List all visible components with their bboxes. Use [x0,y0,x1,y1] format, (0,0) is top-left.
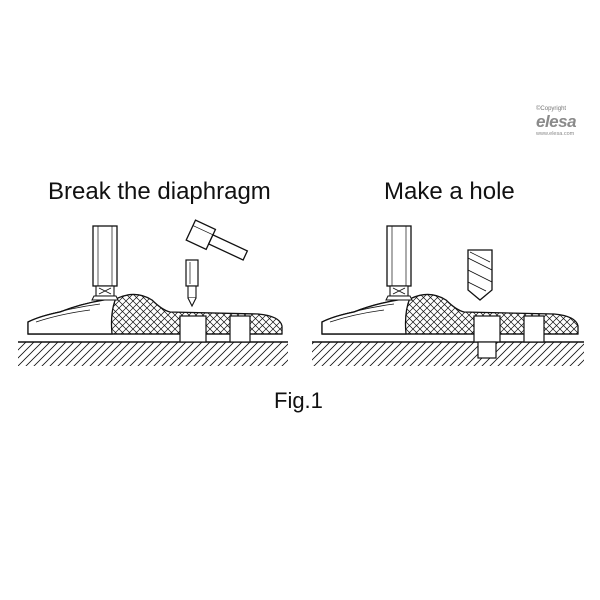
right-ground [312,341,584,366]
brand-logo: ©Copyright elesa www.elesa.com [536,106,596,138]
brand-url: www.elesa.com [536,131,575,137]
left-threaded-stem [91,225,119,301]
left-panel-title: Break the diaphragm [48,178,271,205]
copyright-text: ©Copyright [536,106,567,112]
left-levelling-foot-base [27,293,283,343]
logo-wordmark: elesa [536,112,577,131]
punch-icon [185,259,199,308]
figure-label: Fig.1 [274,388,323,413]
left-panel [18,219,288,366]
right-panel [312,225,584,366]
right-threaded-stem [385,225,413,301]
hammer-icon [185,219,249,261]
right-levelling-foot-base [321,293,579,359]
drill-bit-icon [467,249,493,301]
right-panel-title: Make a hole [384,178,515,205]
left-ground [18,341,288,366]
